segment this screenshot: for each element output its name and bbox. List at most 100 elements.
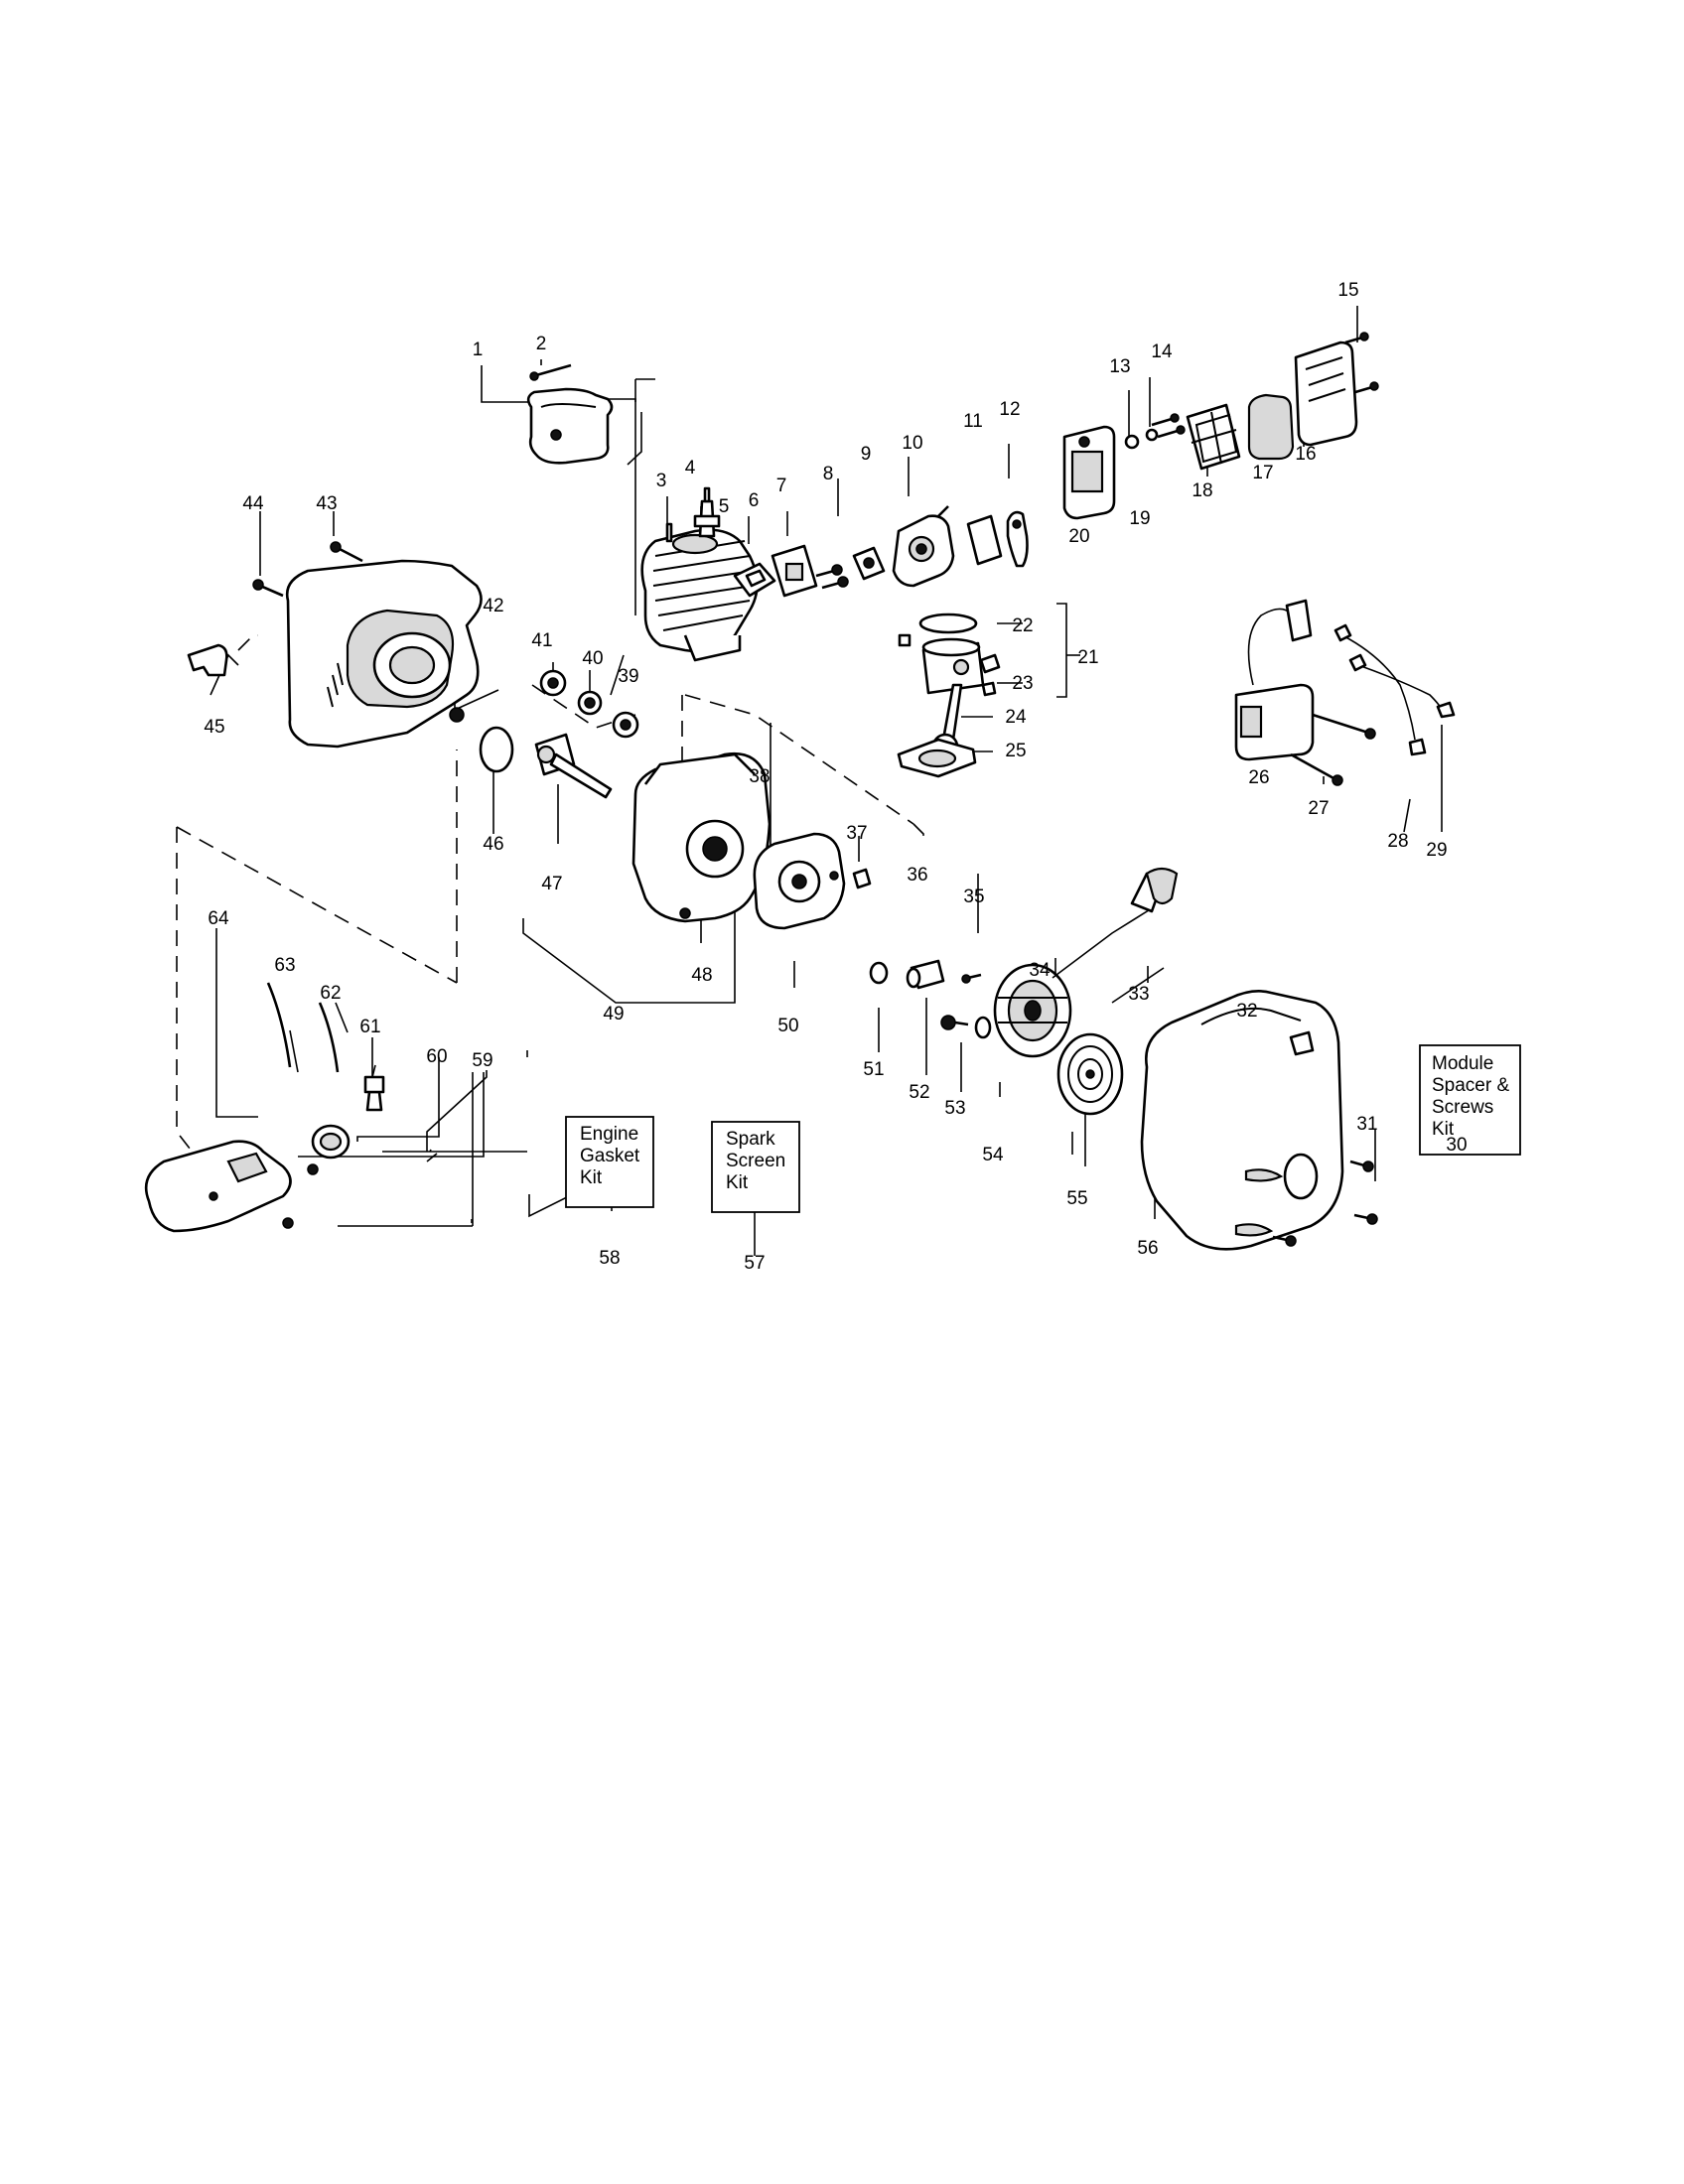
part-number-9: 9 xyxy=(861,444,872,465)
part-number-3: 3 xyxy=(656,471,667,491)
screws-31 xyxy=(1272,1160,1378,1247)
part-number-47: 47 xyxy=(541,874,562,894)
part-number-24: 24 xyxy=(1005,707,1027,728)
part-number-35: 35 xyxy=(963,887,984,907)
part-number-16: 16 xyxy=(1295,444,1316,465)
cylinder xyxy=(640,528,759,662)
part-number-27: 27 xyxy=(1308,798,1329,819)
part-number-20: 20 xyxy=(1068,526,1089,547)
engine-shroud xyxy=(1140,990,1344,1251)
screws-14 xyxy=(1151,413,1186,439)
part-number-36: 36 xyxy=(907,865,927,886)
plate-11 xyxy=(966,514,1003,566)
spacer-7 xyxy=(771,544,818,598)
screws-59 xyxy=(282,1163,319,1229)
part-number-25: 25 xyxy=(1005,741,1026,761)
part-number-12: 12 xyxy=(999,399,1020,420)
part-number-54: 54 xyxy=(982,1145,1004,1165)
part-number-50: 50 xyxy=(777,1016,798,1036)
part-number-42: 42 xyxy=(483,596,503,616)
starter-handle xyxy=(1130,867,1179,913)
kit-spark-screen-line: Screen xyxy=(726,1151,785,1171)
part-number-1: 1 xyxy=(473,340,484,360)
bearings xyxy=(539,669,639,739)
kit-box-module xyxy=(1419,1044,1521,1156)
part-number-29: 29 xyxy=(1426,840,1447,861)
part-number-13: 13 xyxy=(1109,356,1130,377)
starter-pulley xyxy=(993,963,1072,1058)
part-number-56: 56 xyxy=(1137,1238,1158,1259)
piston-assembly xyxy=(898,613,1001,760)
part-number-51: 51 xyxy=(863,1059,884,1080)
kit-module-line: Screws xyxy=(1432,1097,1493,1118)
spring-37 xyxy=(852,868,872,889)
screws-8 xyxy=(815,564,849,590)
part-number-34: 34 xyxy=(1029,960,1051,981)
part-number-2: 2 xyxy=(536,334,547,354)
spark-plug xyxy=(693,486,721,538)
part-number-61: 61 xyxy=(359,1017,380,1037)
filter-element xyxy=(1247,393,1295,461)
part-number-63: 63 xyxy=(274,955,295,976)
part-number-15: 15 xyxy=(1337,280,1358,301)
base-gasket xyxy=(897,738,977,778)
crankcase xyxy=(632,751,772,923)
part-number-41: 41 xyxy=(531,630,552,651)
part-number-58: 58 xyxy=(599,1248,620,1269)
muffler-guard xyxy=(144,1140,292,1233)
air-filter-base xyxy=(1062,425,1116,520)
kit-spark-screen-line: Spark xyxy=(726,1129,775,1150)
part-number-7: 7 xyxy=(776,476,787,496)
carburetor xyxy=(892,505,955,588)
recoil-spring xyxy=(1056,1032,1124,1116)
gasket-6 xyxy=(733,562,776,598)
fuel-line-62 xyxy=(318,1002,340,1073)
kit-module-line: Spacer & xyxy=(1432,1075,1509,1096)
part-number-49: 49 xyxy=(603,1004,624,1024)
kit-engine-gasket-line: Engine xyxy=(580,1124,638,1145)
engine-housing xyxy=(285,559,483,749)
shaft-36 xyxy=(906,959,945,990)
part-number-6: 6 xyxy=(749,490,760,511)
part-number-22: 22 xyxy=(1012,615,1033,636)
part-number-40: 40 xyxy=(582,648,603,669)
part-number-60: 60 xyxy=(426,1046,447,1067)
muffler-cover xyxy=(526,387,614,465)
washer-53 xyxy=(974,1016,992,1039)
part-number-5: 5 xyxy=(719,496,730,517)
part-number-44: 44 xyxy=(242,493,264,514)
part-number-28: 28 xyxy=(1387,831,1408,852)
pin-3 xyxy=(665,522,673,543)
part-number-53: 53 xyxy=(944,1098,965,1119)
part-number-43: 43 xyxy=(316,493,337,514)
bracket-45 xyxy=(187,643,228,677)
screws-43-44 xyxy=(252,541,363,598)
part-number-4: 4 xyxy=(685,458,696,478)
part-number-17: 17 xyxy=(1252,463,1273,483)
kit-module-line: Kit xyxy=(1432,1119,1455,1140)
starter-rope xyxy=(1052,907,1153,979)
part-number-45: 45 xyxy=(204,717,224,738)
part-number-57: 57 xyxy=(744,1253,765,1274)
part-number-18: 18 xyxy=(1192,480,1212,501)
leader-lines xyxy=(210,306,1466,1256)
part-number-46: 46 xyxy=(483,834,503,855)
screw-35 xyxy=(961,973,982,984)
fuel-line-63 xyxy=(266,982,292,1068)
part-number-48: 48 xyxy=(691,965,712,986)
part-number-11: 11 xyxy=(963,411,983,432)
lever-12 xyxy=(1006,510,1029,568)
kit-engine-gasket-line: Gasket xyxy=(580,1146,640,1166)
part-number-62: 62 xyxy=(320,983,341,1004)
washers-13-19 xyxy=(1124,428,1159,450)
kit-spark-screen-line: Kit xyxy=(726,1172,749,1193)
filter-cover xyxy=(1294,341,1358,447)
part-number-14: 14 xyxy=(1151,341,1173,362)
part-number-10: 10 xyxy=(902,433,922,454)
part-number-37: 37 xyxy=(846,823,867,844)
part-number-52: 52 xyxy=(909,1082,929,1103)
screw-2 xyxy=(529,363,572,381)
filter-screen-18 xyxy=(1186,403,1241,471)
